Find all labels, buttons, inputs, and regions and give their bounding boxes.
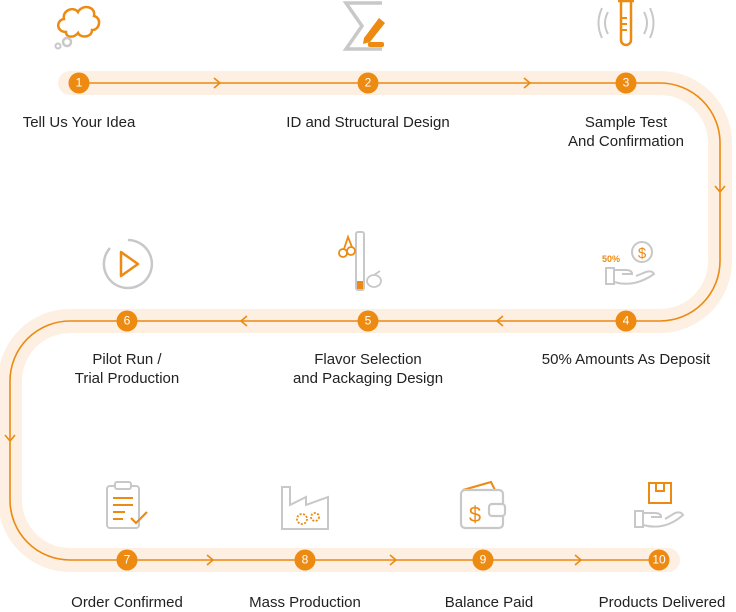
hand-box-icon: [634, 482, 685, 528]
step-6-label: Pilot Run /Trial Production: [74, 351, 180, 387]
step-3-number: 3: [615, 72, 637, 94]
step-4-number: 4: [615, 310, 637, 332]
thought-cloud-icon: [54, 5, 101, 50]
step-7-label: Order Confirmed: [71, 594, 183, 611]
step-6-number: 6: [116, 310, 138, 332]
vape-fruit-icon: [338, 231, 382, 291]
step-9-label: Balance Paid: [444, 594, 534, 611]
step-10-label: Products Delivered: [598, 594, 726, 611]
step-2-number: 2: [357, 72, 379, 94]
play-icon: [102, 238, 154, 290]
step-5-number: 5: [357, 310, 379, 332]
test-tube-icon: [597, 0, 655, 47]
arrow-right-icon: [389, 554, 398, 566]
path-arrows: [4, 77, 726, 566]
clipboard-check-icon: [106, 481, 148, 529]
arrow-down-icon: [714, 185, 726, 194]
arrow-right-icon: [213, 77, 222, 89]
step-2-label: ID and Structural Design: [286, 114, 450, 131]
step-10-number: 10: [648, 549, 670, 571]
step-1-label: Tell Us Your Idea: [22, 114, 136, 131]
factory-icon: [281, 486, 329, 530]
step-4-label: 50% Amounts As Deposit: [541, 351, 711, 368]
svg-text:50%: 50%: [602, 254, 620, 264]
arrow-left-icon: [495, 315, 504, 327]
step-8-number: 8: [294, 549, 316, 571]
step-8-label: Mass Production: [249, 594, 361, 611]
hand-coin-icon: $ 50%: [602, 241, 656, 285]
svg-text:$: $: [638, 245, 647, 262]
arrow-left-icon: [239, 315, 248, 327]
step-7-number: 7: [116, 549, 138, 571]
arrow-right-icon: [574, 554, 583, 566]
step-1-number: 1: [68, 72, 90, 94]
arrow-down-icon: [4, 434, 16, 443]
step-9-number: 9: [472, 549, 494, 571]
wallet-icon: $: [459, 480, 507, 530]
svg-text:$: $: [469, 502, 481, 527]
arrow-right-icon: [523, 77, 532, 89]
sigma-pencil-icon: [342, 1, 385, 51]
arrow-right-icon: [206, 554, 215, 566]
